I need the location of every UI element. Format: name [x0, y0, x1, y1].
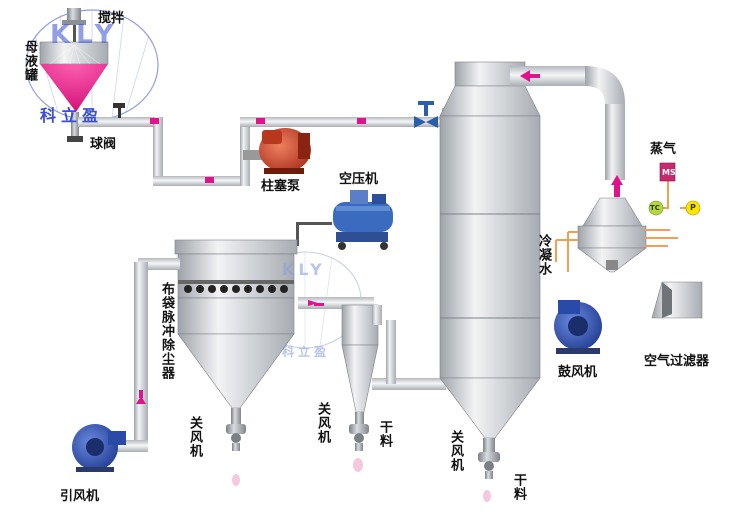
bag-pulse-dust-collector-label: 布袋脉冲除尘器	[159, 282, 174, 380]
rotary-valve-3-label: 关风机	[448, 430, 463, 472]
cyclone-separator	[298, 297, 446, 426]
ball-valve-icon	[113, 103, 125, 118]
spray-drying-tower	[439, 61, 541, 454]
mother-liquor-tank	[39, 8, 109, 142]
rotary-valve-2-icon	[349, 424, 369, 451]
hot-air-duct	[510, 66, 625, 197]
steam-meter-badge: MS	[662, 168, 676, 177]
temperature-controller-icon	[648, 200, 664, 216]
watermark-letters-small: KLY	[282, 260, 326, 279]
steam-pipes	[555, 176, 678, 272]
pressure-gauge-badge: P	[690, 203, 696, 212]
induced-draft-fan-icon	[72, 424, 126, 472]
temperature-controller-badge: TC	[650, 204, 660, 212]
induced-draft-fan-label: 引风机	[60, 489, 100, 504]
rotary-valve-1-icon	[226, 424, 246, 451]
watermark-letters: KLY	[50, 20, 120, 50]
steam-label: 蒸气	[650, 142, 677, 157]
ball-valve-label: 球阀	[90, 137, 117, 152]
air-filter-label: 空气过滤器	[644, 354, 710, 369]
stir-label: 搅拌	[98, 11, 125, 26]
cooling-water-label: 冷凝水	[536, 234, 551, 276]
air-compressor-icon	[333, 190, 393, 250]
air-compressor-label: 空压机	[339, 172, 379, 187]
pressure-gauge-icon	[680, 200, 701, 216]
air-heater	[577, 197, 647, 273]
steam-meter-icon	[659, 162, 676, 182]
bag-pulse-dust-collector	[174, 239, 298, 426]
rotary-valve-1-label: 关风机	[187, 416, 202, 458]
exhaust-pipe	[110, 258, 180, 452]
plunger-pump-label: 柱塞泵	[261, 179, 301, 194]
watermark-brand-small: 科立盈	[282, 345, 331, 359]
pipe-valve-icon	[414, 101, 438, 128]
air-line	[296, 222, 332, 225]
dry-material-2-label: 干料	[511, 473, 526, 501]
rotary-valve-2-label: 关风机	[315, 402, 330, 444]
mother-liquor-tank-label: 母液罐	[22, 40, 37, 82]
discharge-powder-marks	[232, 458, 491, 502]
air-filter-icon	[651, 281, 703, 319]
rotary-valve-3-icon	[478, 452, 500, 479]
blower-label: 鼓风机	[558, 365, 598, 380]
dry-material-1-label: 干料	[377, 420, 392, 448]
plunger-pump-icon	[243, 128, 311, 174]
watermark-brand: 科立盈	[40, 106, 104, 125]
blower-icon	[554, 300, 602, 354]
